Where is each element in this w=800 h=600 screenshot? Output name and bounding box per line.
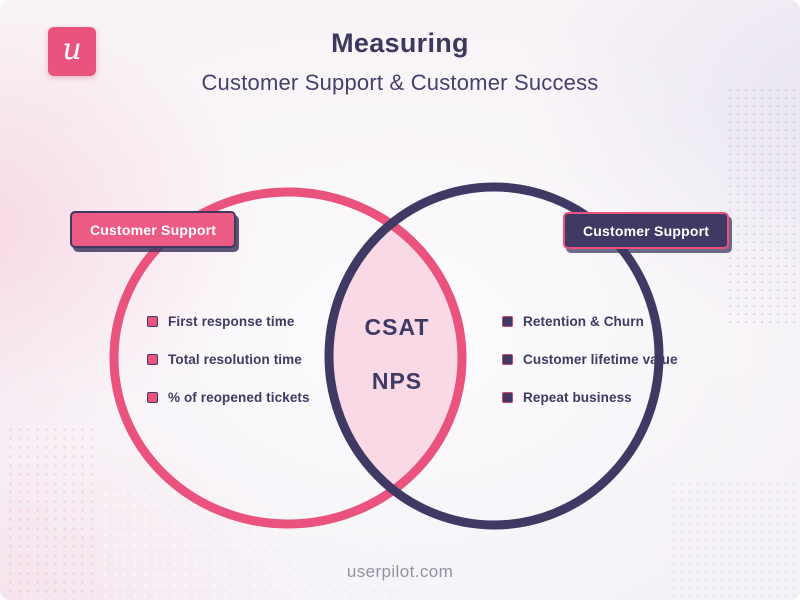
userpilot-logo: u — [48, 27, 96, 76]
square-bullet-icon — [147, 354, 158, 365]
list-item: Retention & Churn — [502, 314, 678, 329]
overlap-metric: CSAT — [364, 314, 430, 340]
square-bullet-icon — [502, 392, 513, 403]
venn-left-circle — [109, 187, 467, 529]
left-circle-tag-label: Customer Support — [90, 221, 217, 238]
venn-right-circle — [324, 182, 664, 530]
footer-website: userpilot.com — [346, 562, 454, 581]
overlap-metric: NPS — [371, 368, 423, 394]
list-item: Customer lifetime value — [502, 352, 678, 367]
right-circle-tag: Customer Support — [563, 212, 730, 249]
square-bullet-icon — [502, 316, 513, 327]
list-item: First response time — [147, 314, 310, 329]
overlap-metric-list: CSAT NPS — [340, 314, 454, 395]
list-item: % of reopened tickets — [147, 390, 310, 405]
logo-letter: u — [62, 31, 82, 67]
list-item: Total resolution time — [147, 352, 310, 367]
metric-label: Retention & Churn — [523, 314, 644, 329]
venn-overlap-region — [329, 192, 462, 524]
page-subtitle: Customer Support & Customer Success — [201, 70, 599, 95]
left-circle-tag: Customer Support — [70, 211, 237, 248]
square-bullet-icon — [147, 316, 158, 327]
metric-label: Repeat business — [523, 390, 632, 405]
square-bullet-icon — [502, 354, 513, 365]
metric-label: Total resolution time — [168, 352, 302, 367]
page-title: Measuring — [331, 28, 469, 58]
metric-label: First response time — [168, 314, 295, 329]
metric-label: % of reopened tickets — [168, 390, 310, 405]
metric-label: Customer lifetime value — [523, 352, 678, 367]
right-metric-list: Retention & Churn Customer lifetime valu… — [502, 314, 678, 405]
right-circle-tag-label: Customer Support — [583, 222, 710, 239]
header: Measuring Customer Support & Customer Su… — [0, 28, 800, 96]
left-metric-list: First response time Total resolution tim… — [147, 314, 310, 405]
list-item: Repeat business — [502, 390, 678, 405]
square-bullet-icon — [147, 392, 158, 403]
